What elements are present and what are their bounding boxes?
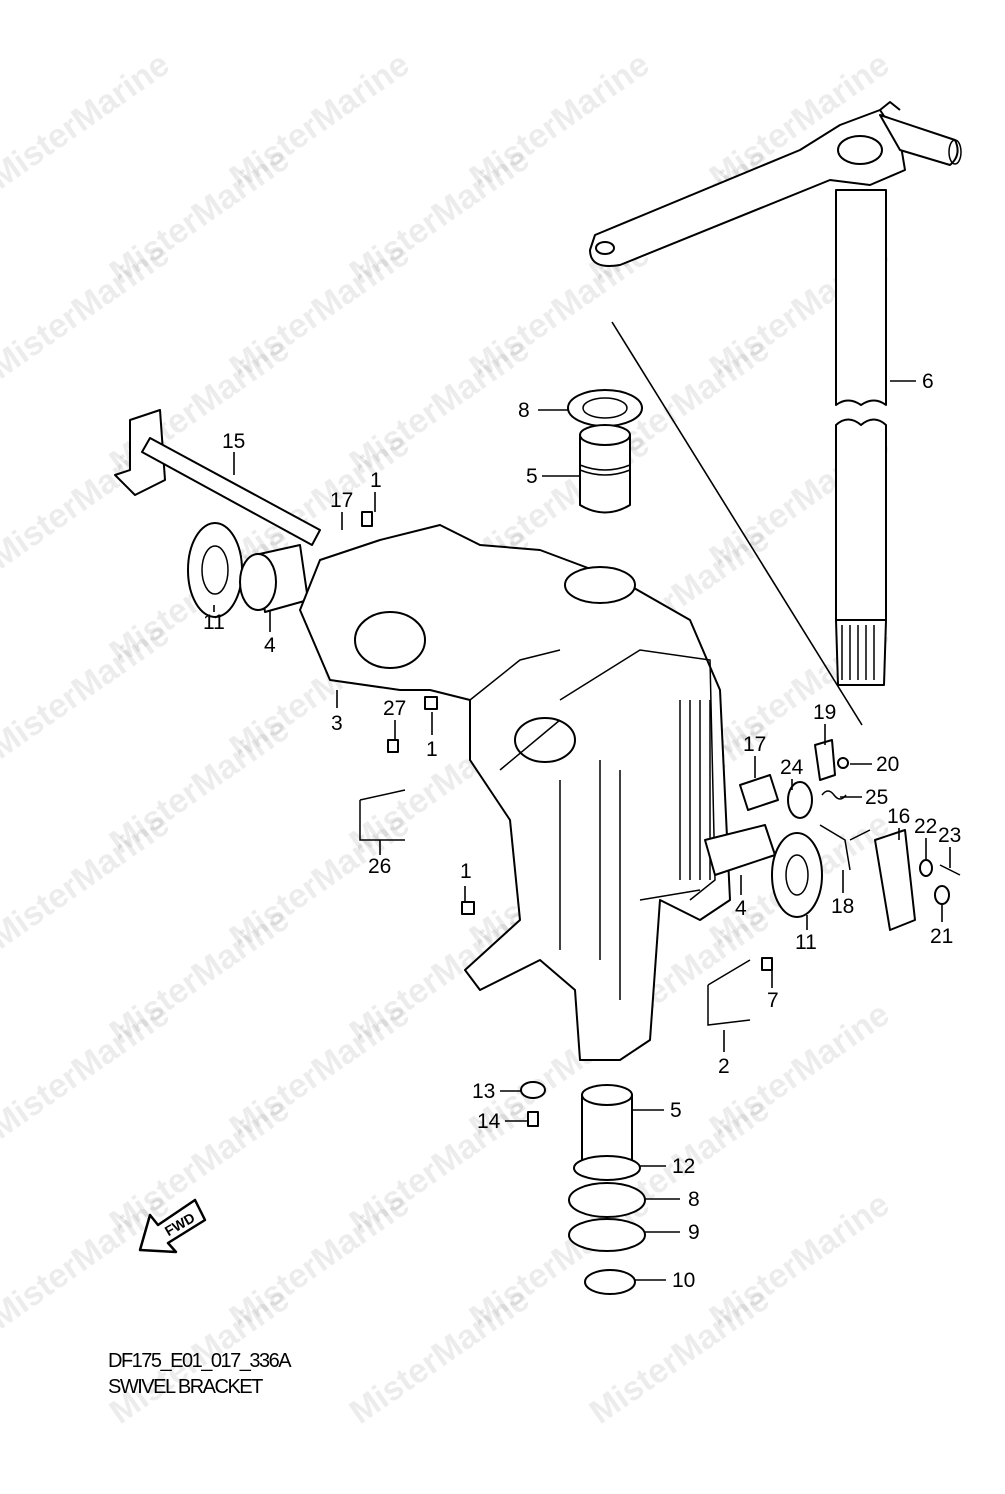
callout-number-1: 1 [460,860,472,883]
callout-number-17: 17 [330,489,353,512]
bolts [361,511,773,1127]
callout-number-18: 18 [831,895,854,918]
fwd-arrow: FWD [138,1198,207,1254]
callout-number-2: 2 [718,1055,730,1078]
callout-number-4: 4 [264,634,276,657]
steering-arm [589,101,962,267]
callout-number-11: 11 [795,931,817,954]
callout-number-25: 25 [865,786,888,809]
callout-number-20: 20 [876,753,899,776]
washer-top [567,389,643,427]
callout-number-27: 27 [383,697,406,720]
bottom-bearing-stack [568,1084,646,1295]
ground-wire-2 [707,959,751,1026]
callout-number-8: 8 [518,399,530,422]
callout-number-17: 17 [743,733,766,756]
callout-number-4: 4 [735,897,747,920]
diagram-title: SWIVEL BRACKET [108,1376,263,1398]
callout-number-8: 8 [688,1188,700,1211]
callout-number-9: 9 [688,1221,700,1244]
callout-number-3: 3 [331,712,343,735]
callout-number-1: 1 [426,738,438,761]
callout-number-5: 5 [526,465,538,488]
callout-number-13: 13 [472,1080,495,1103]
tilt-shaft [114,409,321,546]
washer-left [187,522,243,618]
callout-number-22: 22 [914,815,937,838]
callout-number-10: 10 [672,1269,695,1292]
callout-number-19: 19 [813,701,836,724]
callout-number-21: 21 [930,925,953,948]
swivel-bracket-body [299,524,731,1061]
ground-wire-26 [359,789,406,841]
right-side-parts [704,739,961,931]
callout-number-23: 23 [938,824,961,847]
steering-tube [835,189,887,686]
diagram-code: DF175_E01_017_336A [108,1350,292,1372]
bushing-left [239,544,309,613]
callout-number-6: 6 [922,370,934,393]
callout-number-11: 11 [203,611,225,634]
callout-number-12: 12 [672,1155,695,1178]
callout-number-16: 16 [887,805,910,828]
callout-number-24: 24 [780,756,804,779]
callout-number-1: 1 [370,469,382,492]
callout-number-15: 15 [222,430,245,453]
guide-line [611,321,863,726]
callout-number-26: 26 [368,855,391,878]
bushing-top [579,424,631,514]
callout-number-5: 5 [670,1099,682,1122]
callout-number-7: 7 [767,989,779,1012]
callout-number-14: 14 [477,1110,501,1133]
